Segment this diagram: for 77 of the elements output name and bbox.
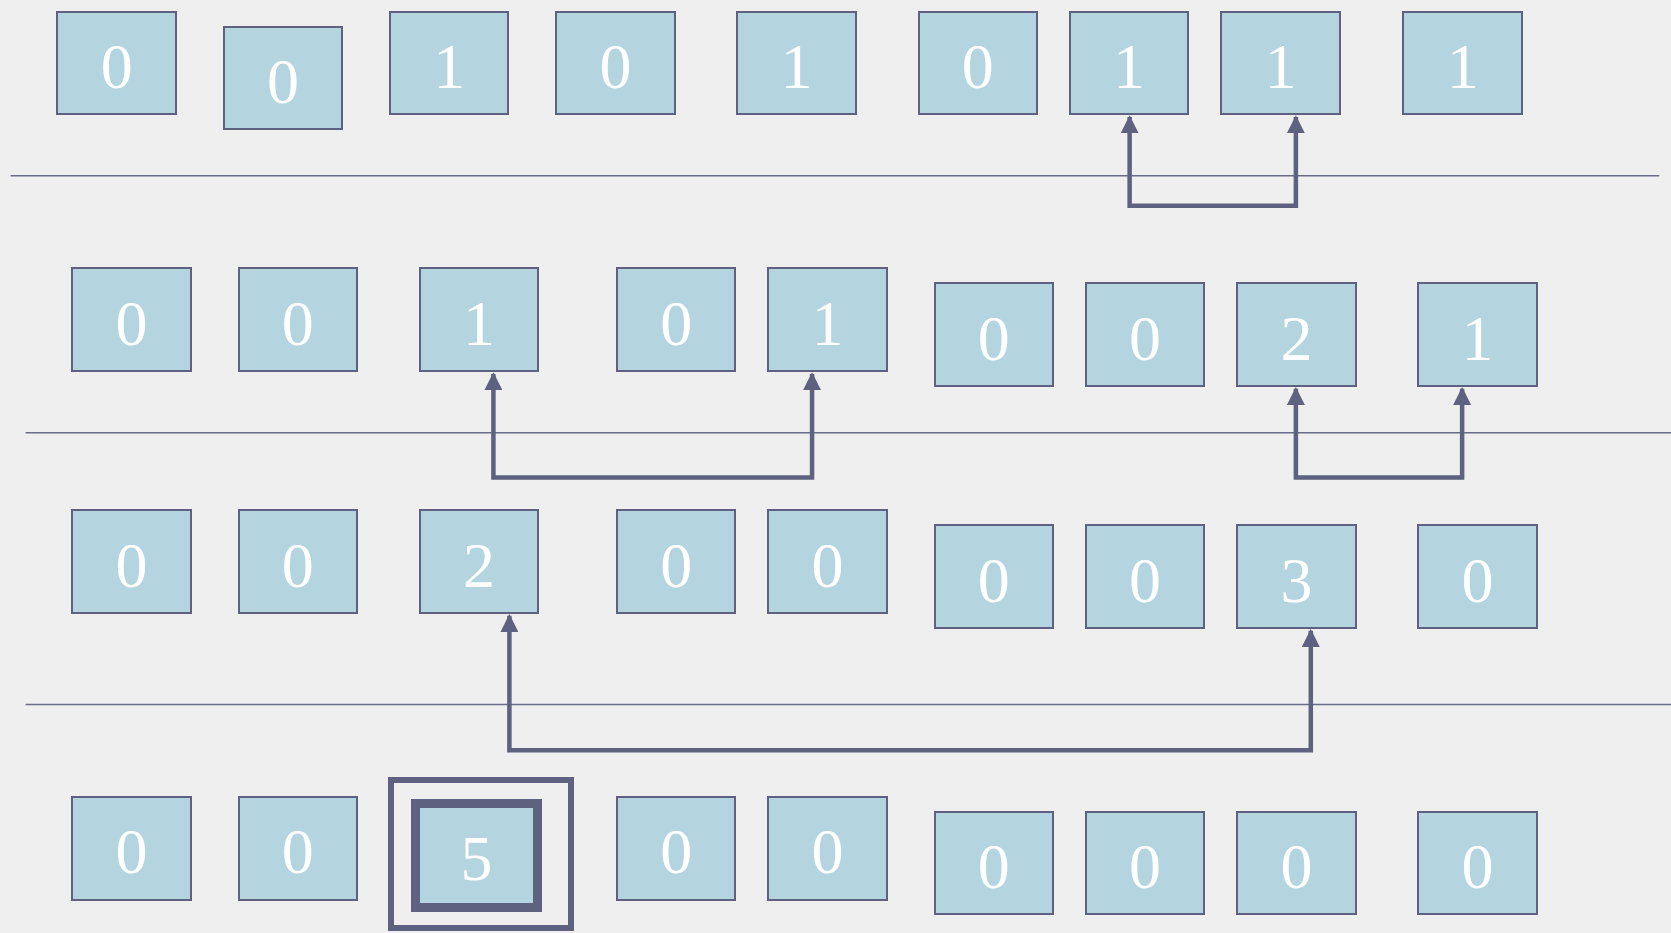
number-box: [615, 267, 737, 372]
number-box: [767, 509, 888, 614]
number-box: [1236, 811, 1357, 916]
number-label: 0: [660, 528, 693, 598]
number-box: [1220, 10, 1341, 116]
number-label: 1: [780, 29, 813, 99]
number-label: 2: [1280, 301, 1313, 371]
number-box: [237, 509, 359, 614]
number-label: 0: [115, 528, 148, 598]
number-label: 0: [660, 286, 693, 356]
number-box: [767, 267, 888, 372]
number-label: 0: [1129, 543, 1162, 613]
number-label: 0: [977, 301, 1010, 371]
number-box: [736, 10, 857, 116]
number-label: 0: [281, 286, 314, 356]
number-label: 1: [811, 286, 844, 356]
number-box: [56, 10, 177, 116]
number-label: 0: [660, 815, 693, 885]
number-label: 3: [1280, 543, 1313, 613]
number-box: [388, 10, 510, 116]
bracket-arrow: [484, 372, 822, 480]
number-box: [615, 796, 737, 901]
number-box: [1084, 811, 1206, 916]
number-box: [1417, 811, 1538, 916]
number-label: 0: [100, 29, 133, 99]
number-label: 1: [1113, 29, 1146, 99]
number-label: 0: [281, 528, 314, 598]
number-box: [71, 267, 192, 372]
number-box: [1236, 282, 1357, 387]
number-box: [418, 509, 540, 614]
number-label: 1: [1461, 301, 1494, 371]
number-label: 0: [811, 528, 844, 598]
number-label: 0: [977, 543, 1010, 613]
number-box: [1084, 524, 1206, 629]
number-label: 0: [1461, 543, 1494, 613]
number-box: [933, 811, 1054, 916]
highlight-frame: [387, 776, 575, 932]
number-label: 0: [1129, 301, 1162, 371]
number-box: [615, 509, 737, 614]
number-box: [917, 10, 1038, 116]
number-label: 0: [977, 830, 1010, 900]
number-box: [418, 267, 540, 372]
number-box: [237, 267, 359, 372]
number-label: 0: [961, 29, 994, 99]
number-label: 0: [115, 286, 148, 356]
number-box: [933, 282, 1054, 387]
number-box: [555, 10, 676, 116]
number-label: 2: [463, 528, 495, 598]
number-box: [222, 25, 344, 130]
number-box: [933, 524, 1054, 629]
number-box: [767, 796, 888, 901]
number-label: 5: [460, 822, 493, 892]
number-label: 0: [1280, 830, 1313, 900]
bracket-arrow: [500, 614, 1320, 753]
bracket-arrow: [1120, 115, 1305, 208]
number-box: [1402, 10, 1523, 116]
number-label: 0: [811, 815, 844, 885]
number-box: [1417, 282, 1538, 387]
number-box: [71, 509, 192, 614]
number-label: 0: [281, 815, 314, 885]
number-label: 0: [1461, 830, 1494, 900]
number-label: 1: [1264, 29, 1297, 99]
number-box: [1068, 10, 1190, 116]
bracket-arrow: [1286, 387, 1472, 480]
number-label: 0: [115, 815, 148, 885]
number-box: [1417, 524, 1538, 629]
number-label: 0: [266, 44, 299, 114]
highlighted-number-box: [411, 798, 543, 912]
number-label: 0: [1129, 830, 1162, 900]
number-box: [71, 796, 192, 901]
number-label: 1: [1446, 29, 1479, 99]
number-label: 0: [599, 29, 632, 99]
number-box: [1236, 524, 1357, 629]
number-label: 1: [463, 286, 495, 356]
number-box: [1084, 282, 1206, 387]
number-label: 1: [433, 29, 466, 99]
number-box: [237, 796, 359, 901]
